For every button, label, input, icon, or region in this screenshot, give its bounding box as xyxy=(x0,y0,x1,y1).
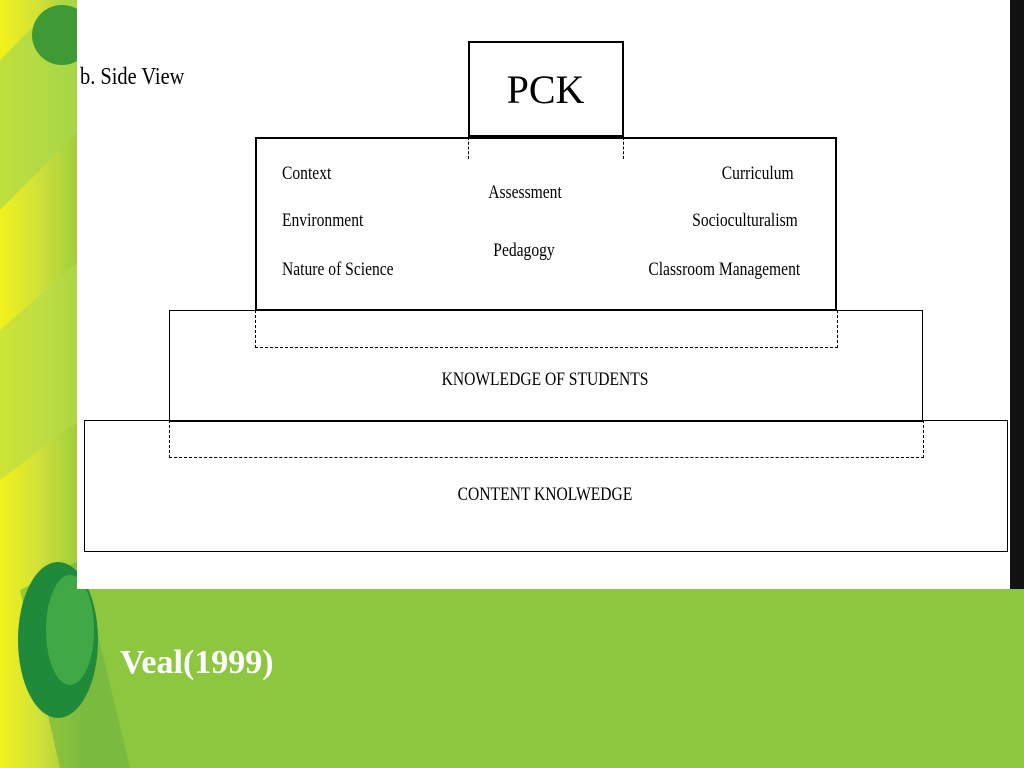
tier-2-label: KNOWLEDGE OF STUDENTS xyxy=(441,369,649,390)
diagram-panel xyxy=(77,0,1010,589)
pck-box xyxy=(468,41,624,137)
tier-1-right-item: Classroom Management xyxy=(648,259,800,280)
tier-3-box xyxy=(84,420,1008,552)
source-citation: Veal(1999) xyxy=(120,644,274,681)
tier-1-left-item: Context xyxy=(282,163,332,184)
tier-1-right-item: Curriculum xyxy=(722,163,794,184)
tier-1-center-item: Assessment xyxy=(488,182,562,203)
pck-label: PCK xyxy=(506,67,585,112)
view-label: b. Side View xyxy=(80,64,185,90)
tier-2-box xyxy=(169,310,923,422)
tier-1-left-item: Nature of Science xyxy=(282,259,394,280)
tier-1-right-item: Socioculturalism xyxy=(692,210,798,231)
pck-dashed-extension xyxy=(468,137,624,159)
tier-1-dashed-extension xyxy=(255,310,838,348)
tier-1-left-item: Environment xyxy=(282,210,364,231)
tier-3-label: CONTENT KNOLWEDGE xyxy=(457,484,633,505)
tier-2-dashed-extension xyxy=(169,420,924,458)
tier-1-center-item: Pedagogy xyxy=(493,240,555,261)
right-edge-strip xyxy=(1010,0,1024,589)
